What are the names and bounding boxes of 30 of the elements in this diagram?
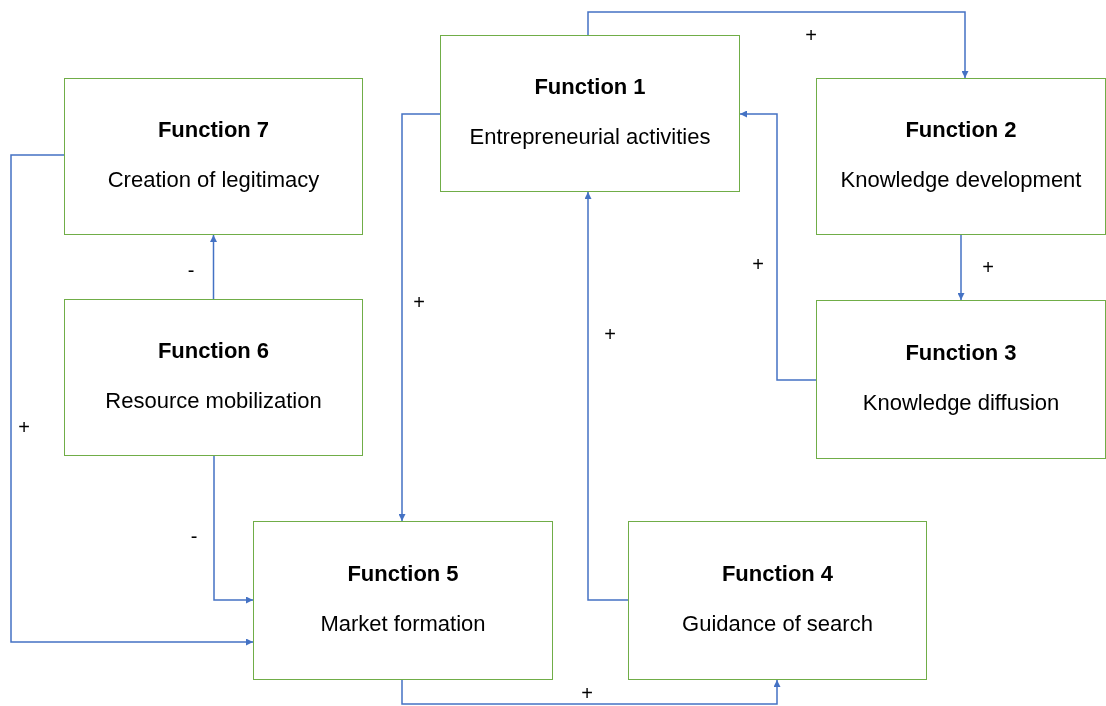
function-box (816, 300, 1106, 459)
box-text: Knowledge development (840, 166, 1082, 194)
arrow (401, 679, 781, 705)
function-box (64, 299, 363, 456)
arrow (10, 154, 254, 646)
box-text: Entrepreneurial activities (469, 123, 711, 151)
arrow (398, 113, 441, 522)
function-box (440, 35, 740, 192)
arrow (739, 110, 817, 381)
function-box (253, 521, 553, 680)
box-heading: Function 2 (905, 117, 1017, 143)
arrow (213, 455, 254, 604)
box-text: Knowledge diffusion (862, 389, 1060, 417)
box-text: Guidance of search (682, 610, 873, 638)
box-heading: Function 4 (721, 561, 834, 587)
function-box (628, 521, 927, 680)
function-box (816, 78, 1106, 235)
box-text: Market formation (320, 610, 486, 638)
box-heading: Function 5 (347, 561, 459, 587)
arrow (587, 11, 969, 79)
box-text: Resource mobilization (105, 387, 322, 415)
arrow (584, 191, 629, 601)
box-heading: Function 1 (534, 74, 646, 100)
arrow (210, 234, 217, 300)
box-heading: Function 3 (905, 340, 1017, 366)
arrow (957, 234, 965, 301)
box-text: Creation of legitimacy (107, 166, 320, 194)
function-box (64, 78, 363, 235)
box-heading: Function 6 (157, 338, 270, 364)
box-heading: Function 7 (157, 117, 270, 143)
